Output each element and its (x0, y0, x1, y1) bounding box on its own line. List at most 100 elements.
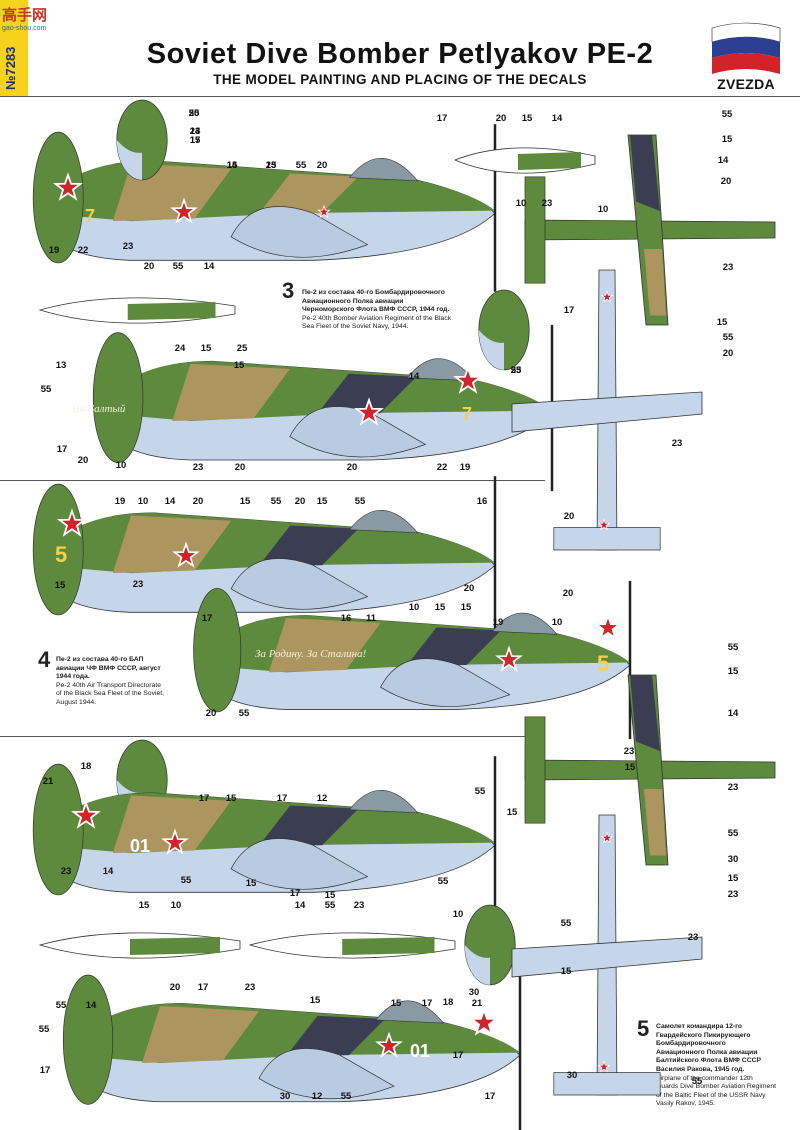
tailplane (524, 716, 546, 824)
tail-fin (32, 131, 84, 264)
scheme-3-bottom-view (511, 269, 703, 551)
tail-fin (32, 763, 84, 896)
decal-callout-number: 30 (567, 1070, 578, 1081)
tail-code: 5 (597, 651, 609, 676)
decal-callout-number: 15 (728, 873, 739, 884)
decal-callout-number: 15 (139, 900, 150, 911)
decal-callout-number: 55 (39, 1024, 50, 1035)
canopy (348, 157, 419, 182)
caption-en: Pe-2 40th Air Transport Directorate of t… (56, 681, 165, 706)
decal-callout-number: 23 (61, 866, 72, 877)
decal-callout-number: 55 (56, 1000, 67, 1011)
decal-callout-number: 20 (235, 462, 246, 473)
camo-dark (630, 675, 660, 751)
tailplane (524, 176, 546, 284)
tail-code: 01 (130, 836, 150, 856)
decal-callout-number: 55 (355, 496, 366, 507)
scheme-3-top-view (524, 134, 776, 326)
decal-callout-number: 23 (245, 982, 256, 993)
decal-callout-number: 23 (511, 365, 522, 376)
decal-callout-number: 17 (564, 305, 575, 316)
tail-code: 5 (55, 542, 67, 567)
caption-en: Pe-2 40th Bomber Aviation Regiment of th… (302, 314, 452, 331)
decal-callout-number: 19 (115, 496, 126, 507)
decal-callout-number: 11 (366, 613, 377, 624)
decal-callout-number: 23 (193, 462, 204, 473)
engine-nacelle (380, 658, 511, 707)
decal-callout-number: 15 (266, 160, 277, 171)
camo-patch (406, 627, 501, 666)
wing (511, 391, 703, 433)
decal-callout-number: 20 (564, 511, 575, 522)
scheme-3-profile-left (32, 124, 497, 292)
camo-patch (258, 805, 359, 847)
decal-callout-number: 55 (475, 786, 486, 797)
decal-callout-number: 23 (133, 579, 144, 590)
decal-callout-number: 55 (341, 1091, 352, 1102)
page-subtitle: THE MODEL PAINTING AND PLACING OF THE DE… (213, 72, 587, 87)
engine-nacelle (289, 406, 427, 458)
decal-callout-number: 15 (201, 343, 212, 354)
decal-callout-number: 17 (199, 793, 210, 804)
decal-callout-number: 55 (438, 876, 449, 887)
decal-callout-number: 17 (453, 1050, 464, 1061)
decal-callout-number: 55 (723, 332, 734, 343)
decal-callout-number: 14 (227, 160, 238, 171)
decal-callout-number: 17 (190, 135, 201, 146)
scheme-5-profile-right (62, 967, 522, 1130)
scheme-4-profile-left (32, 476, 497, 644)
tail-fin (92, 332, 144, 463)
camo-patch (286, 1015, 385, 1057)
tail-code: 7 (85, 206, 95, 226)
decal-callout-number: 23 (723, 262, 734, 273)
decal-callout-number: 23 (190, 126, 201, 137)
decal-callout-number: 16 (477, 496, 488, 507)
decal-callout-number: 23 (688, 932, 699, 943)
tail-fin-view (464, 904, 516, 986)
decal-callout-number: 17 (437, 113, 448, 124)
decal-callout-number: 17 (40, 1065, 51, 1076)
camo-brown (172, 363, 290, 421)
decal-callout-number: 10 (598, 204, 609, 215)
red-star-insignia-icon (470, 1009, 498, 1035)
decal-callout-number: 15 (625, 762, 636, 773)
decal-callout-number: 10 (116, 460, 127, 471)
decal-callout-number: 55 (728, 828, 739, 839)
scheme-5-top-view (524, 674, 776, 866)
decal-callout-number: 12 (317, 793, 328, 804)
brand-name: ZVEZDA (717, 76, 775, 92)
decal-callout-number: 14 (728, 708, 739, 719)
decal-callout-number: 20 (317, 160, 328, 171)
camo-brown (142, 1006, 259, 1063)
decal-callout-number: 20 (464, 583, 475, 594)
decal-callout-number: 14 (409, 371, 420, 382)
canopy (348, 509, 419, 534)
tail-fin (193, 587, 242, 713)
decal-callout-number: 15 (310, 995, 321, 1006)
section-divider-3-4 (0, 480, 545, 481)
camo-brown (644, 249, 666, 316)
decal-callout-number: 20 (295, 496, 306, 507)
decal-callout-number: 10 (516, 198, 527, 209)
decal-callout-number: 23 (672, 438, 683, 449)
decal-callout-number: 55 (189, 108, 200, 119)
decal-callout-number: 15 (317, 496, 328, 507)
caption-ru: Пе-2 из состава 40-го БАП авиации ЧФ ВМФ… (56, 656, 161, 681)
canopy (348, 789, 419, 814)
camo-brown (268, 617, 381, 673)
page-title: Soviet Dive Bomber Petlyakov PE-2 (146, 38, 654, 70)
caption-scheme-5: 5 Самолет командира 12-го Гвардейского П… (637, 1018, 776, 1109)
decal-callout-number: 14 (103, 866, 114, 877)
tailplane (553, 527, 661, 551)
decal-callout-number: 12 (312, 1091, 323, 1102)
decal-callout-number: 10 (138, 496, 149, 507)
decal-callout-number: 15 (55, 580, 66, 591)
decal-callout-number: 23 (123, 241, 134, 252)
decal-callout-number: 17 (422, 998, 433, 1009)
nose-slogan: За Родину. За Сталина! (255, 648, 367, 660)
camo-brown (112, 795, 232, 854)
camo-patch (258, 525, 359, 567)
decal-callout-number: 21 (43, 776, 54, 787)
